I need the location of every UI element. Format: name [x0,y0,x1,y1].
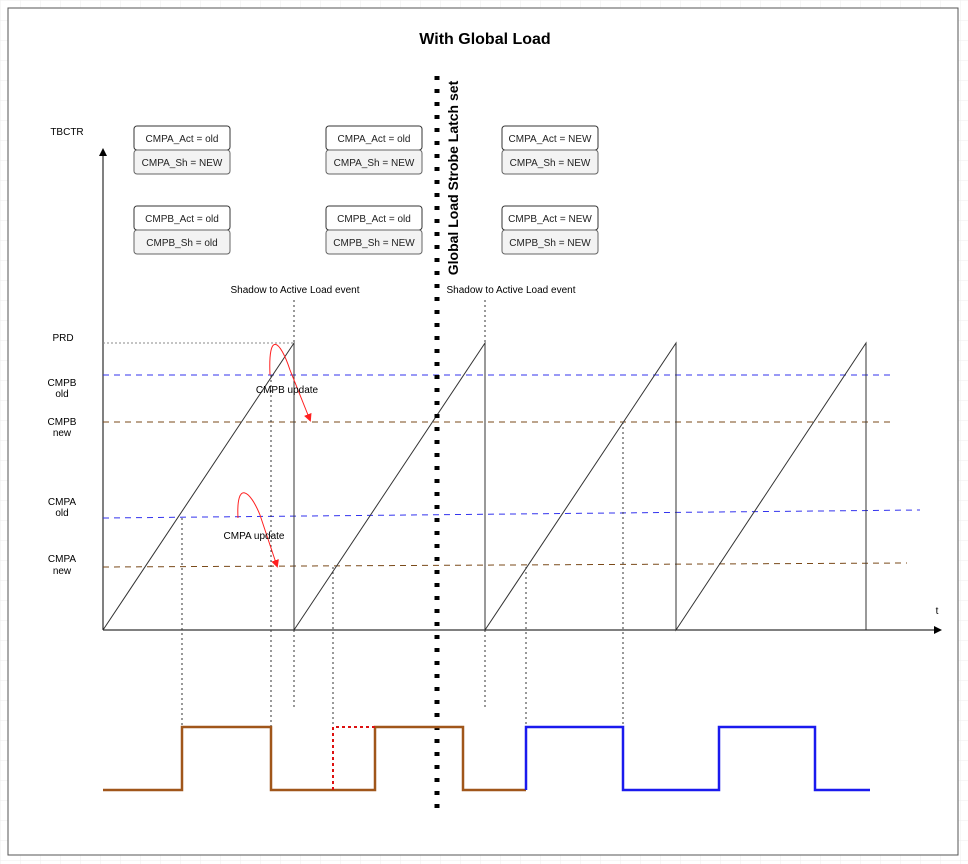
cmpb-sh-box: CMPB_Sh = NEW [333,238,415,249]
cmpa-new-label-2: new [53,566,72,577]
register-group-3: CMPA_Act = NEW CMPA_Sh = NEW CMPB_Act = … [501,125,599,255]
register-group-2: CMPA_Act = old CMPA_Sh = NEW CMPB_Act = … [325,125,423,255]
cmpb-new-label: CMPB [48,417,77,428]
cmpb-sh-box: CMPB_Sh = old [146,238,217,249]
register-group-1: CMPA_Act = old CMPA_Sh = NEW CMPB_Act = … [133,125,231,255]
cmpa-act-box: CMPA_Act = NEW [509,134,592,145]
cmpa-sh-box: CMPA_Sh = NEW [334,158,415,169]
cmpb-act-box: CMPB_Act = NEW [508,214,592,225]
cmpb-old-label-2: old [55,389,68,400]
cmpa-update-arrow [237,492,279,568]
cmpb-old-label: CMPB [48,378,77,389]
prd-label: PRD [52,333,73,344]
cmpb-act-box: CMPB_Act = old [145,214,219,225]
global-load-strobe-label: Global Load Strobe Latch set [445,80,461,275]
shadow-load-event-1: Shadow to Active Load event [231,285,360,296]
cmpa-new-label: CMPA [48,554,76,565]
expected-waveform-dotted [332,726,375,790]
cmpa-sh-box: CMPA_Sh = NEW [142,158,223,169]
cmpa-old-label-2: old [55,508,68,519]
output-waveform-new [524,725,870,792]
projection-lines [181,300,624,790]
cmpb-act-box: CMPB_Act = old [337,214,411,225]
cmpa-update-label: CMPA update [224,531,285,542]
cmpa-new-line [102,562,908,568]
shadow-load-event-2: Shadow to Active Load event [447,285,576,296]
cmpb-update-arrow [269,343,312,422]
cmpa-old-line [102,509,921,519]
cmpa-sh-box: CMPA_Sh = NEW [510,158,591,169]
cmpb-sh-box: CMPB_Sh = NEW [509,238,591,249]
diagram-title: With Global Load [419,31,550,48]
cmpa-act-box: CMPA_Act = old [146,134,219,145]
output-waveform-old [103,725,526,792]
cmpb-update-label: CMPB update [256,385,319,396]
y-axis-label: TBCTR [50,127,83,138]
cmpa-act-box: CMPA_Act = old [338,134,411,145]
cmpa-old-label: CMPA [48,497,76,508]
x-axis-label: t [936,606,939,617]
cmpb-new-label-2: new [53,428,72,439]
